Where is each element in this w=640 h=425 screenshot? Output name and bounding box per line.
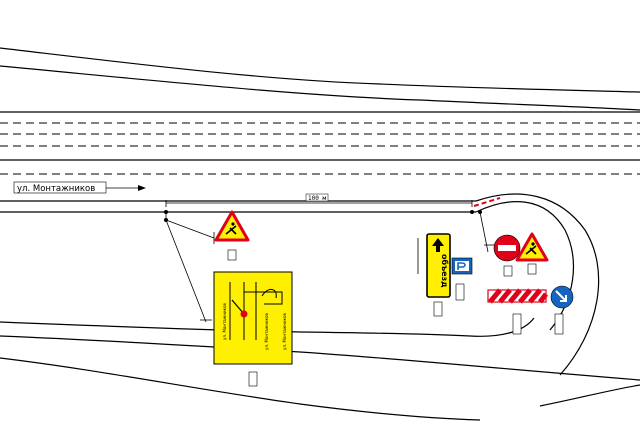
street-label-box	[13, 181, 107, 194]
no-entry-number-plate	[503, 265, 513, 277]
distance-label-box	[305, 193, 329, 202]
barrier-icon	[487, 288, 548, 304]
street-arrow-head-icon	[138, 185, 146, 191]
lower-road-edge-1	[0, 317, 535, 337]
leader-to-no-entry	[479, 211, 489, 253]
leader-to-work-sign	[165, 219, 215, 239]
upper-road-edge-outer	[0, 47, 640, 93]
svg-text:ул. Монтажников: ул. Монтажников	[282, 313, 287, 350]
work-zone-right-number-plate	[527, 263, 537, 275]
distance-label: 100 м	[308, 195, 326, 202]
board-number-plate	[248, 371, 258, 387]
lower-road-edge-2	[0, 335, 640, 381]
svg-text:ул. Монтажников: ул. Монтажников	[222, 303, 227, 340]
street-name-label: ул. Монтажников	[17, 184, 95, 194]
barrier-number-plate	[512, 313, 522, 335]
info-board-street-label: ул. Монтажников	[264, 313, 269, 350]
turn-curve-outer	[475, 201, 575, 331]
keep-right-sign-icon	[550, 285, 574, 309]
parking-sign-icon	[451, 257, 473, 275]
leader-to-board	[165, 219, 207, 323]
info-board-icon: ул. Монтажников ул. Монтажников ул. Монт…	[213, 271, 293, 365]
sign-number-plate	[227, 249, 237, 261]
no-entry-sign-icon	[493, 234, 521, 262]
pole-dot-right-1	[470, 210, 474, 214]
lower-road-edge-3	[0, 357, 481, 421]
detour-arrow-sign-icon: объезд	[426, 233, 451, 298]
work-zone-sign-icon	[214, 210, 250, 242]
parking-number-plate	[455, 283, 465, 301]
turn-curve-inner	[475, 193, 600, 376]
keep-right-number-plate	[554, 313, 564, 335]
turn-barrier-tape	[473, 197, 501, 207]
detour-text: объезд	[440, 254, 450, 288]
work-zone-sign-right-icon	[515, 232, 549, 262]
detour-number-plate	[433, 301, 443, 317]
upper-road-edge-inner	[0, 65, 640, 111]
lower-road-edge-4	[539, 384, 640, 407]
